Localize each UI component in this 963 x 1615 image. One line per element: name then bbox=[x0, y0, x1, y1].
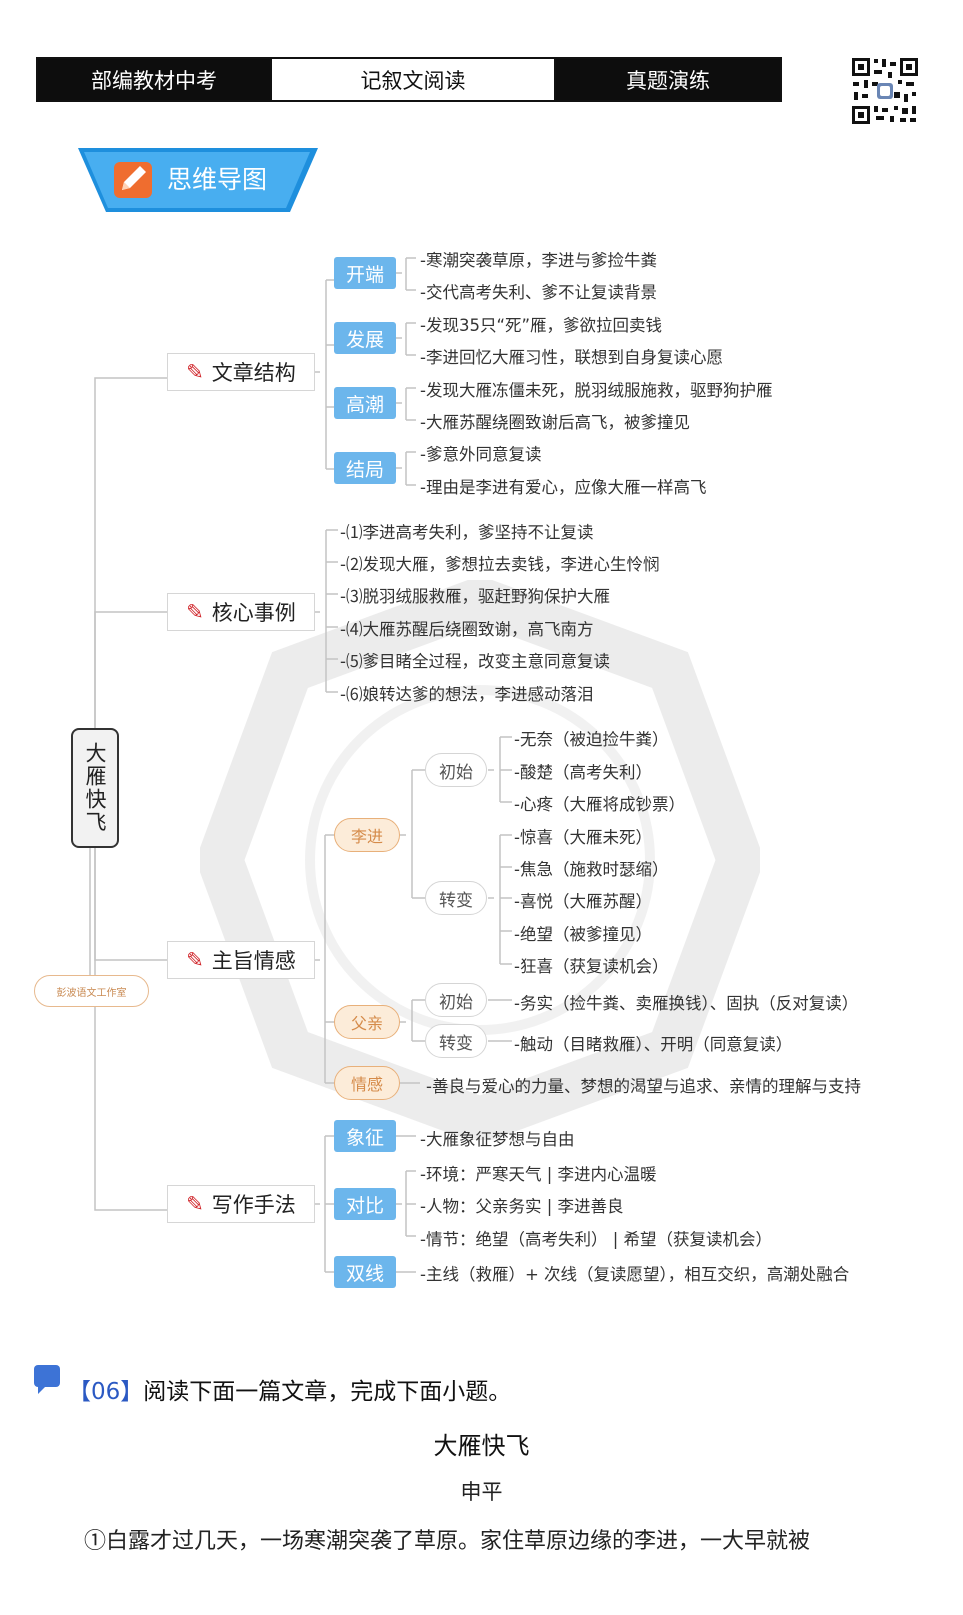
studio-badge: 彭波语文工作室 bbox=[34, 975, 149, 1007]
leaf-text: -交代高考失利、爹不让复读背景 bbox=[420, 283, 657, 302]
question-text: 阅读下面一篇文章，完成下面小题。 bbox=[143, 1379, 512, 1405]
leaf-text: -爹意外同意复读 bbox=[420, 445, 542, 464]
comment-icon bbox=[34, 1365, 60, 1394]
article-title: 大雁快飞 bbox=[433, 1432, 530, 1460]
leaf-text: -⑹娘转达爹的想法，李进感动落泪 bbox=[340, 685, 594, 704]
mindmap-root: 大雁快飞 bbox=[71, 728, 119, 848]
stage-initial: 初始 bbox=[425, 983, 487, 1017]
branch-label: 主旨情感 bbox=[211, 949, 296, 973]
node-opening: 开端 bbox=[334, 257, 396, 289]
leaf-text: -无奈（被迫捡牛粪） bbox=[514, 730, 669, 749]
leaf-text: -⑵发现大雁，爹想拉去卖钱，李进心生怜悯 bbox=[340, 555, 660, 574]
node-ending: 结局 bbox=[334, 452, 396, 484]
leaf-text: -绝望（被爹撞见） bbox=[514, 925, 652, 944]
pencil-icon: ✎ bbox=[186, 1192, 204, 1216]
mindmap-connectors bbox=[89, 257, 512, 1273]
branch-core-events: ✎ 核心事例 bbox=[167, 593, 315, 631]
leaf-text: -情节：绝望（高考失利） | 希望（获复读机会） bbox=[420, 1230, 773, 1249]
stage-change: 转变 bbox=[425, 881, 487, 915]
branch-structure: ✎ 文章结构 bbox=[167, 353, 315, 391]
leaf-text: -⑸爹目睹全过程，改变主意同意复读 bbox=[340, 652, 610, 671]
leaf-text: -喜悦（大雁苏醒） bbox=[514, 892, 652, 911]
branch-label: 核心事例 bbox=[211, 601, 296, 625]
pencil-icon: ✎ bbox=[186, 360, 204, 384]
leaf-text: -发现35只“死”雁，爹欲拉回卖钱 bbox=[420, 316, 663, 335]
mindmap-banner bbox=[78, 148, 318, 212]
leaf-text: -人物：父亲务实 | 李进善良 bbox=[420, 1197, 624, 1216]
leaf-text: -理由是李进有爱心，应像大雁一样高飞 bbox=[420, 478, 707, 497]
node-father: 父亲 bbox=[334, 1005, 400, 1039]
header-right: 真题演练 bbox=[556, 59, 780, 100]
leaf-text: -酸楚（高考失利） bbox=[514, 763, 652, 782]
node-climax: 高潮 bbox=[334, 387, 396, 419]
article-author: 申平 bbox=[460, 1480, 503, 1504]
leaf-text: -焦急（施救时瑟缩） bbox=[514, 860, 669, 879]
leaf-text: -心疼（大雁将成钞票） bbox=[514, 795, 685, 814]
branch-writing-techniques: ✎ 写作手法 bbox=[167, 1185, 315, 1223]
branch-label: 文章结构 bbox=[211, 361, 296, 385]
node-development: 发展 bbox=[334, 322, 396, 354]
leaf-text: -⑴李进高考失利，爹坚持不让复读 bbox=[340, 523, 594, 542]
leaf-text: -大雁象征梦想与自由 bbox=[420, 1130, 575, 1149]
leaf-text: -主线（救雁）+ 次线（复读愿望），相互交织，高潮处融合 bbox=[420, 1265, 850, 1284]
header-bar: 部编教材中考 记叙文阅读 真题演练 bbox=[36, 57, 782, 102]
node-contrast: 对比 bbox=[334, 1188, 396, 1220]
pencil-icon: ✎ bbox=[186, 600, 204, 624]
stage-change: 转变 bbox=[425, 1024, 487, 1058]
leaf-text: -惊喜（大雁未死） bbox=[514, 828, 652, 847]
header-left: 部编教材中考 bbox=[38, 59, 270, 100]
node-dual-line: 双线 bbox=[334, 1256, 396, 1288]
leaf-text: -触动（目睹救雁）、开明（同意复读） bbox=[514, 1035, 793, 1054]
leaf-text: -务实（捡牛粪、卖雁换钱）、固执（反对复读） bbox=[514, 994, 859, 1013]
header-center: 记叙文阅读 bbox=[270, 59, 556, 100]
question-number: 【06】 bbox=[68, 1379, 144, 1405]
article-paragraph: ①白露才过几天，一场寒潮突袭了草原。家住草原边缘的李进，一大早就被 bbox=[84, 1529, 811, 1554]
node-emotion: 情感 bbox=[334, 1066, 400, 1100]
pencil-icon: ✎ bbox=[186, 948, 204, 972]
leaf-text: -⑷大雁苏醒后绕圈致谢，高飞南方 bbox=[340, 620, 594, 639]
leaf-text: -⑶脱羽绒服救雁，驱赶野狗保护大雁 bbox=[340, 587, 610, 606]
branch-theme-emotion: ✎ 主旨情感 bbox=[167, 941, 315, 979]
qr-code-icon bbox=[850, 56, 920, 126]
leaf-text: -善良与爱心的力量、梦想的渴望与追求、亲情的理解与支持 bbox=[426, 1077, 861, 1096]
leaf-text: -环境：严寒天气 | 李进内心温暖 bbox=[420, 1165, 657, 1184]
leaf-text: -李进回忆大雁习性，联想到自身复读心愿 bbox=[420, 348, 723, 367]
leaf-text: -大雁苏醒绕圈致谢后高飞，被爹撞见 bbox=[420, 413, 690, 432]
banner-title: 思维导图 bbox=[167, 165, 268, 194]
branch-label: 写作手法 bbox=[211, 1193, 296, 1217]
question-prompt: 【06】阅读下面一篇文章，完成下面小题。 bbox=[68, 1372, 511, 1406]
node-symbolism: 象征 bbox=[334, 1120, 396, 1152]
leaf-text: -狂喜（获复读机会） bbox=[514, 957, 669, 976]
stage-initial: 初始 bbox=[425, 753, 487, 787]
leaf-text: -寒潮突袭草原，李进与爹捡牛粪 bbox=[420, 251, 657, 270]
leaf-text: -发现大雁冻僵未死，脱羽绒服施救，驱野狗护雁 bbox=[420, 381, 773, 400]
node-li-jin: 李进 bbox=[334, 818, 400, 852]
